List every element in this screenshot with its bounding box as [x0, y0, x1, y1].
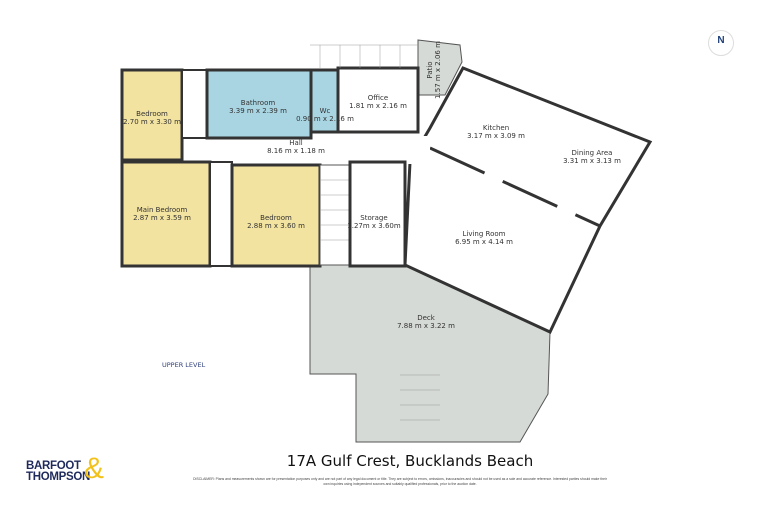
- room-size: 6.95 m x 4.14 m: [455, 238, 513, 246]
- room-size: 0.90 m x 2.16 m: [296, 115, 354, 123]
- room-size: 8.16 m x 1.18 m: [267, 147, 325, 155]
- room-name: Dining Area: [572, 149, 613, 157]
- storage-area: [348, 160, 407, 268]
- room-name: Main Bedroom: [137, 206, 188, 214]
- logo-line1: BARFOOT: [26, 460, 81, 472]
- room-size: 2.70 m x 3.30 m: [123, 118, 181, 126]
- room-size: 7.88 m x 3.22 m: [397, 322, 455, 330]
- room-size: 1.57 m x 2.06 m: [434, 41, 442, 99]
- bathroom-area: [205, 68, 313, 140]
- bedroom-1-area: [120, 68, 184, 162]
- room-size: 3.17 m x 3.09 m: [467, 132, 525, 140]
- main-bedroom-area: [120, 160, 212, 268]
- room-size: 1.81 m x 2.16 m: [349, 102, 407, 110]
- room-name: Bedroom: [260, 214, 292, 222]
- open-plan-area: [403, 66, 653, 334]
- logo-line2: THOMPSON: [26, 471, 91, 483]
- room-size: 3.39 m x 2.39 m: [229, 107, 287, 115]
- office-area: [336, 66, 420, 134]
- room-name: Bedroom: [136, 110, 168, 118]
- disclaimer-text: DISCLAIMER: Plans and measurements shown…: [193, 477, 607, 486]
- room-label: Wc0.90 m x 2.16 m: [296, 107, 354, 123]
- room-name: Living Room: [463, 230, 506, 238]
- north-arrow-icon: N: [708, 30, 734, 56]
- room-size: 1.27m x 3.60m: [347, 222, 401, 230]
- room-name: Storage: [360, 214, 387, 222]
- room-name: Patio: [426, 61, 434, 78]
- room-size: 2.88 m x 3.60 m: [247, 222, 305, 230]
- room-name: Deck: [417, 314, 436, 322]
- room-name: Kitchen: [483, 124, 509, 132]
- room-name: Bathroom: [241, 99, 276, 107]
- property-address-title: 17A Gulf Crest, Bucklands Beach: [286, 452, 534, 470]
- room-name: Wc: [320, 107, 331, 115]
- wc-area: [309, 68, 340, 134]
- room-name: Hall: [289, 139, 302, 147]
- room-size: 3.31 m x 3.13 m: [563, 157, 621, 165]
- logo-ampersand: &: [84, 452, 105, 485]
- room-name: Office: [368, 94, 388, 102]
- hall-area: [182, 136, 430, 164]
- room-size: 2.87 m x 3.59 m: [133, 214, 191, 222]
- compass-label: N: [717, 35, 725, 46]
- level-label: UPPER LEVEL: [162, 361, 206, 369]
